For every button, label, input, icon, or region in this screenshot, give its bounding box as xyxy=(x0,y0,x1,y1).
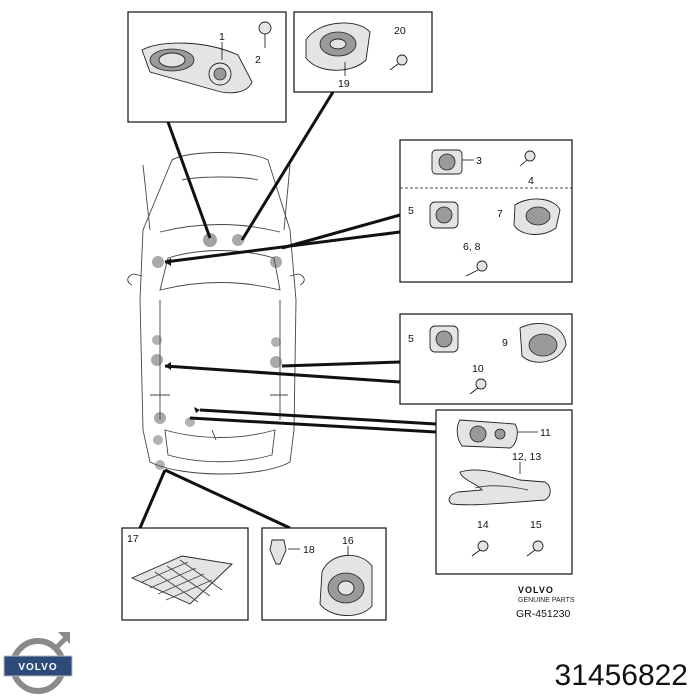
reference-code: GR-451230 xyxy=(516,608,570,620)
screw-10-illustration xyxy=(469,378,487,395)
screw-2-illustration xyxy=(258,21,272,48)
callout-14: 14 xyxy=(477,519,489,531)
box-parts-3-8: 3 4 5 7 6, 8 xyxy=(399,139,573,283)
part-number: 31456822 xyxy=(555,659,688,692)
connector-lines xyxy=(138,91,437,530)
callout-9: 9 xyxy=(502,337,508,349)
box-parts-19-20: 19 20 xyxy=(293,11,433,93)
callout-1: 1 xyxy=(219,31,225,43)
bracket-12-13-illustration xyxy=(448,469,551,506)
callout-5a: 5 xyxy=(408,205,414,217)
callout-19: 19 xyxy=(338,78,350,90)
genuine-parts-label: GENUINE PARTS xyxy=(518,597,575,604)
screw-4-illustration xyxy=(519,150,536,167)
callout-16: 16 xyxy=(342,535,354,547)
callout-15: 15 xyxy=(530,519,542,531)
tweeter-3-illustration xyxy=(431,149,463,175)
speaker-16-illustration xyxy=(319,554,373,616)
box-parts-16-18: 18 16 xyxy=(261,527,387,621)
callout-5b: 5 xyxy=(408,333,414,345)
speaker-9-illustration xyxy=(519,323,567,363)
clip-18-illustration xyxy=(269,539,287,565)
callout-17: 17 xyxy=(127,533,139,545)
callout-6-8: 6, 8 xyxy=(463,241,481,253)
speaker-1-illustration xyxy=(141,42,253,94)
callout-2: 2 xyxy=(255,54,261,66)
speaker-5b-illustration xyxy=(429,325,459,353)
callout-4: 4 xyxy=(528,175,534,187)
grille-17-illustration xyxy=(130,555,233,605)
box-parts-1-2: 1 2 xyxy=(127,11,287,123)
footer-branding: VOLVO GENUINE PARTS GR-451230 xyxy=(516,585,575,620)
volvo-logo: VOLVO xyxy=(3,632,73,694)
callout-7: 7 xyxy=(497,208,503,220)
box-parts-11-15: 11 12, 13 14 15 xyxy=(435,409,573,575)
callout-11: 11 xyxy=(540,427,551,439)
speaker-5a-illustration xyxy=(429,201,459,229)
box-part-17: 17 xyxy=(121,527,249,621)
speaker-19-illustration xyxy=(305,22,371,71)
screw-20-illustration xyxy=(389,54,408,71)
brand-wordmark: VOLVO xyxy=(518,585,554,595)
speaker-11-illustration xyxy=(456,419,518,449)
box-parts-5-9-10: 5 9 10 xyxy=(399,313,573,405)
callout-18: 18 xyxy=(303,544,315,556)
callout-20: 20 xyxy=(394,25,406,37)
logo-text: VOLVO xyxy=(18,662,57,673)
car-outline xyxy=(127,152,305,475)
callout-12-13: 12, 13 xyxy=(512,451,541,463)
screw-6-8-illustration xyxy=(465,260,488,277)
callout-3: 3 xyxy=(476,155,482,167)
screw-15-illustration xyxy=(526,540,544,557)
callout-10: 10 xyxy=(472,363,484,375)
screw-14-illustration xyxy=(471,540,489,557)
speaker-7-illustration xyxy=(513,198,561,235)
